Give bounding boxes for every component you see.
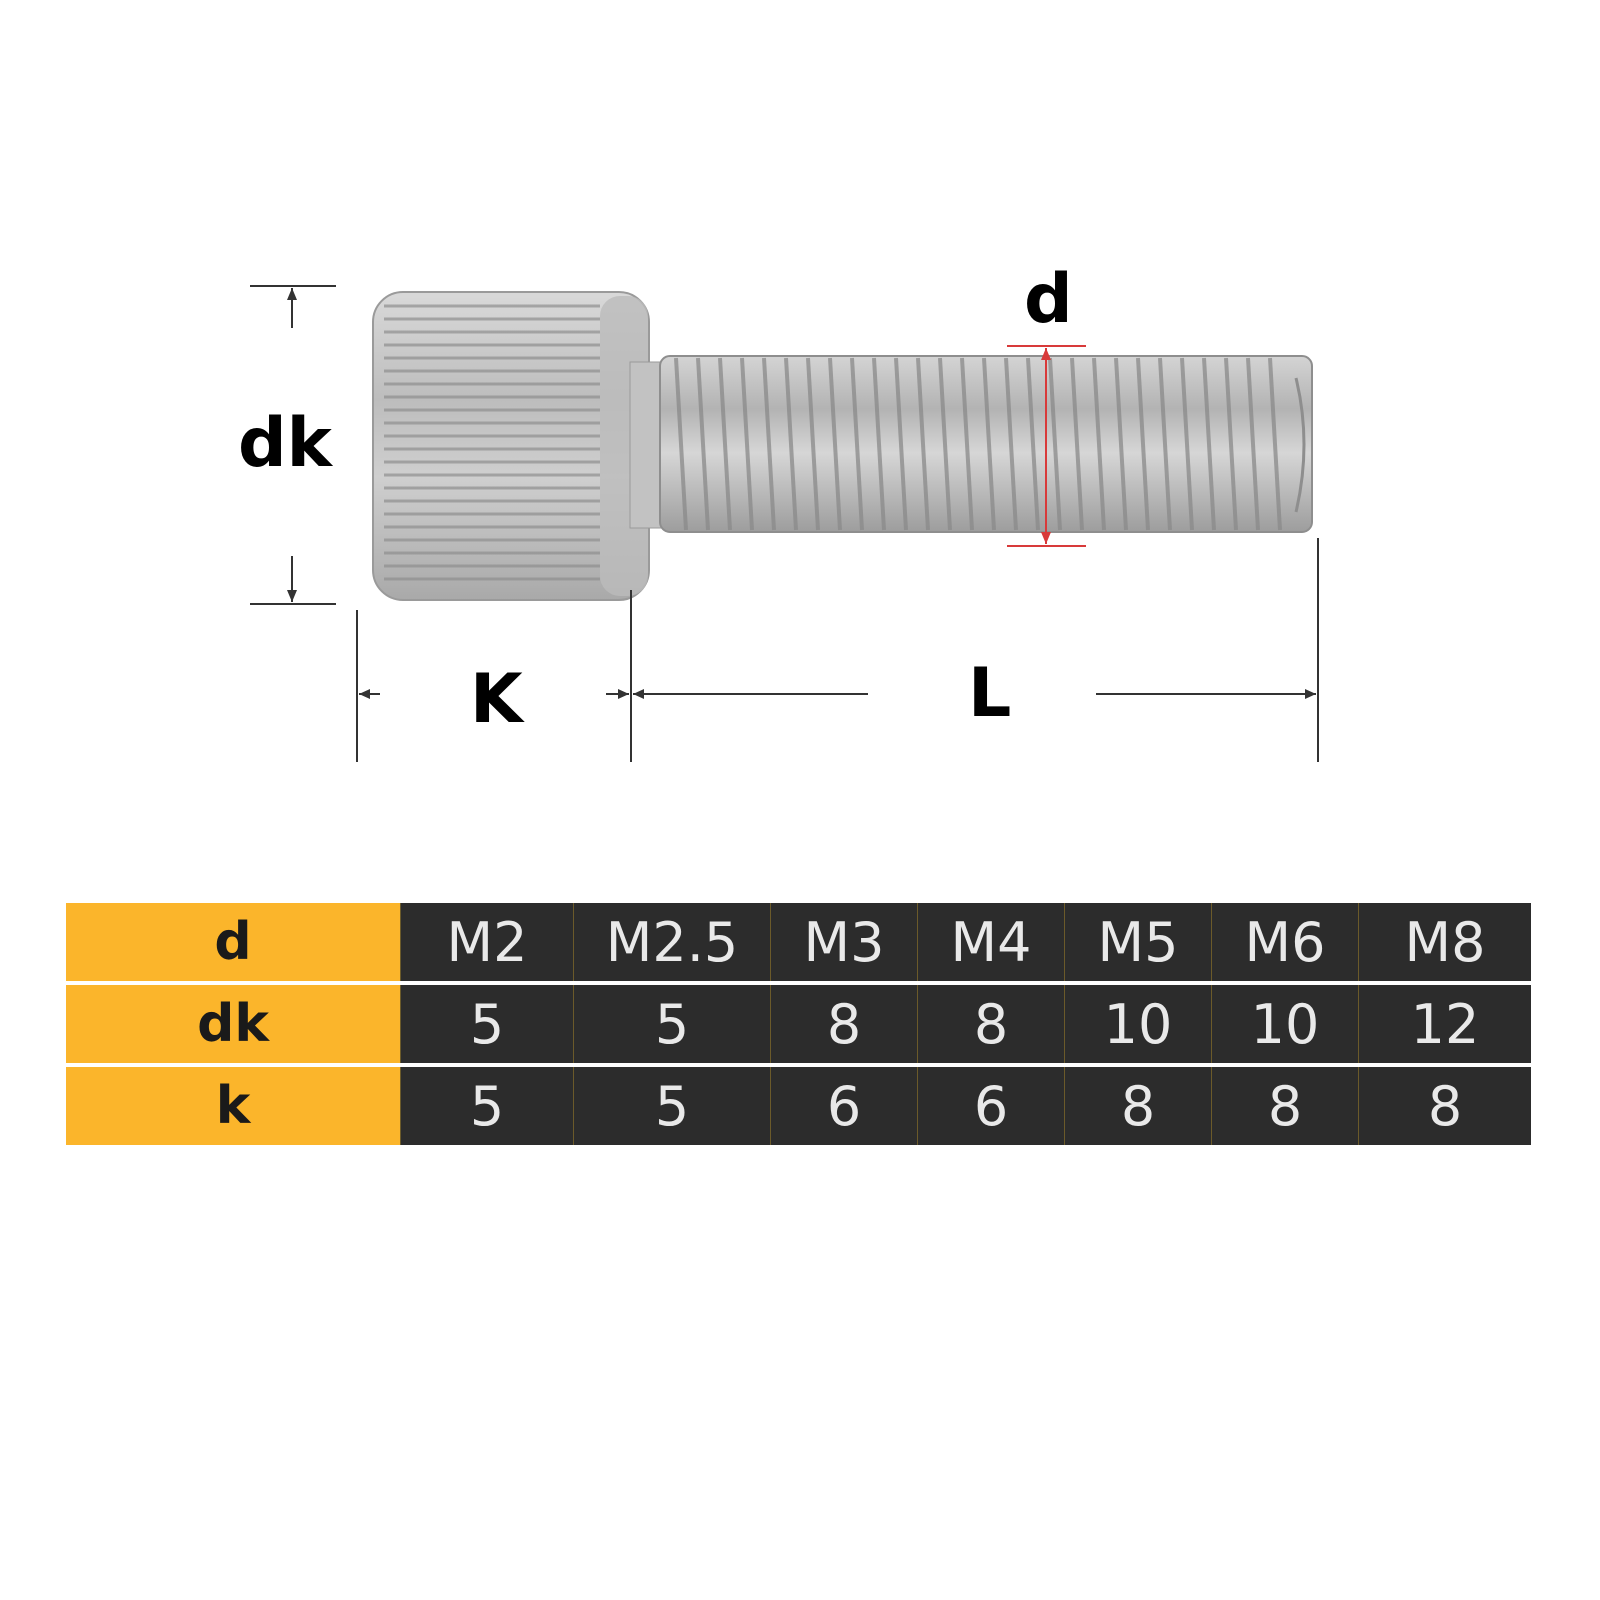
l-label: L xyxy=(968,654,1012,733)
table-cell: M3 xyxy=(770,903,917,981)
d-label: d xyxy=(1024,260,1073,339)
table-cell: M4 xyxy=(917,903,1064,981)
d-dimension-line xyxy=(1007,345,1086,547)
table-cell: 5 xyxy=(573,1067,770,1145)
table-cell: 8 xyxy=(770,985,917,1063)
table-cell: 8 xyxy=(1211,1067,1358,1145)
table-cell: M6 xyxy=(1211,903,1358,981)
table-cell: 5 xyxy=(573,985,770,1063)
table-cell: 8 xyxy=(1358,1067,1531,1145)
dk-dimension-line xyxy=(250,285,336,605)
dk-label: dk xyxy=(238,404,332,483)
k-label: K xyxy=(470,660,523,739)
k-l-dimension-lines xyxy=(356,538,1319,762)
table-cell: M2 xyxy=(400,903,573,981)
table-cell: 8 xyxy=(1064,1067,1211,1145)
screw-dimension-diagram: dk d K L xyxy=(238,260,1319,762)
table-cell: 6 xyxy=(917,1067,1064,1145)
table-cell: M8 xyxy=(1358,903,1531,981)
screw-head xyxy=(372,291,650,601)
screw-shank xyxy=(629,355,1313,533)
table-cell: M2.5 xyxy=(573,903,770,981)
screw-illustration xyxy=(250,285,1319,762)
table-cell: 6 xyxy=(770,1067,917,1145)
row-header: k xyxy=(66,1067,400,1145)
table-cell: 10 xyxy=(1211,985,1358,1063)
table-cell: 5 xyxy=(400,1067,573,1145)
table-cell: 10 xyxy=(1064,985,1211,1063)
row-header: d xyxy=(66,903,400,981)
row-header: dk xyxy=(66,985,400,1063)
table-cell: 12 xyxy=(1358,985,1531,1063)
table-cell: 5 xyxy=(400,985,573,1063)
table-cell: 8 xyxy=(917,985,1064,1063)
table-cell: M5 xyxy=(1064,903,1211,981)
